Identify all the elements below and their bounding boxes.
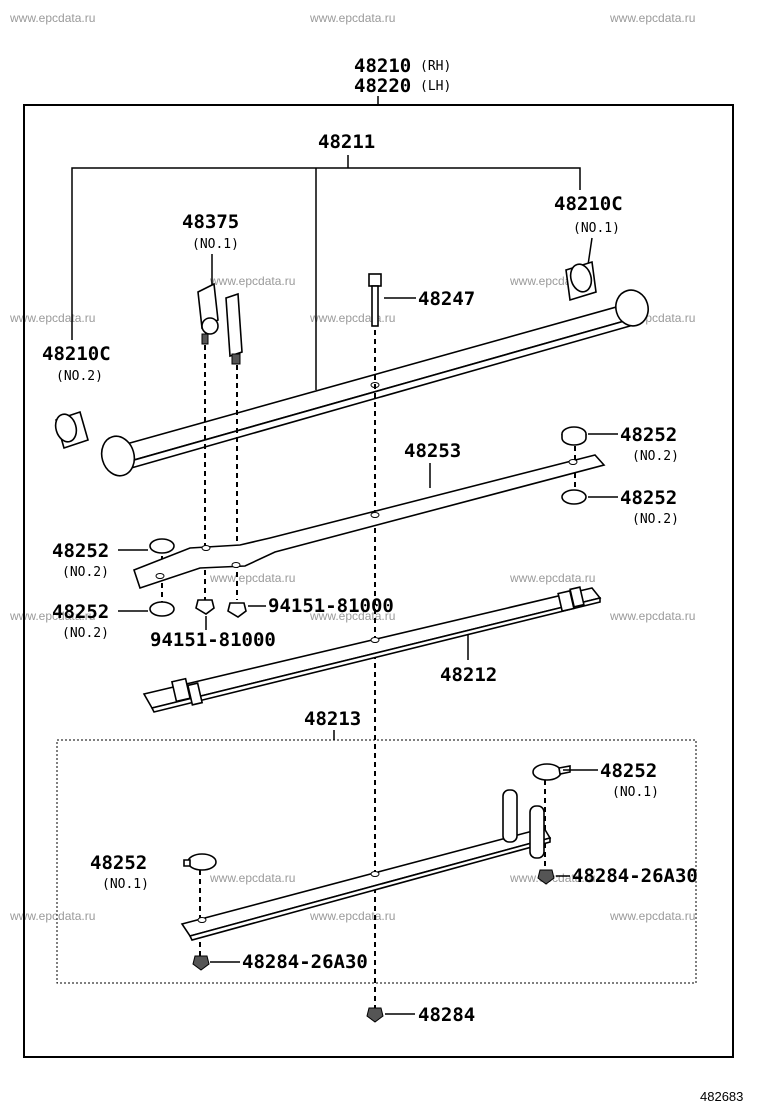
- spacer-no1-left: [183, 853, 217, 871]
- label-48213: 48213: [304, 708, 361, 730]
- label-48252-r1: 48252: [620, 424, 677, 446]
- label-48212: 48212: [440, 664, 497, 686]
- spacer-right-lower: [561, 489, 587, 505]
- bushing-no2: [54, 410, 89, 450]
- center-bolt-48247: [368, 273, 382, 327]
- label-48211: 48211: [318, 131, 375, 153]
- label-48284-26a30-right: 48284-26A30: [572, 865, 698, 887]
- leaf-48213-group-frame: [56, 739, 697, 984]
- label-48375-tag: (NO.1): [192, 237, 239, 252]
- label-94151-81000-right: 94151-81000: [268, 595, 394, 617]
- label-48284: 48284: [418, 1004, 475, 1026]
- label-48375: 48375: [182, 211, 239, 233]
- watermark: www.epcdata.ru: [209, 871, 295, 885]
- assembly-tag-rh: (RH): [420, 59, 451, 74]
- watermark: www.epcdata.ru: [609, 909, 695, 923]
- label-48252-l1-tag: (NO.2): [62, 565, 109, 580]
- clip-48375: [197, 282, 243, 365]
- label-48252-l2: 48252: [52, 601, 109, 623]
- label-48252-no1-left: 48252: [90, 852, 147, 874]
- label-48284-26a30-left: 48284-26A30: [242, 951, 368, 973]
- watermark: www.epcdata.ru: [309, 609, 395, 623]
- center-nut-48284: [366, 1007, 384, 1023]
- assembly-part-rh: 48210: [354, 55, 411, 77]
- spacer-no1-right: [532, 763, 571, 781]
- bolt-right-48284-26a30: [537, 869, 555, 885]
- label-48210c-no1-tag: (NO.1): [573, 221, 620, 236]
- label-48247: 48247: [418, 288, 475, 310]
- label-48210c-no2-tag: (NO.2): [56, 369, 103, 384]
- watermarks: www.epcdata.ru www.epcdata.ru www.epcdat…: [9, 11, 695, 923]
- label-48210c-no1: 48210C: [554, 193, 623, 215]
- watermark: www.epcdata.ru: [9, 311, 95, 325]
- label-48252-no1-left-tag: (NO.1): [102, 877, 149, 892]
- watermark: www.epcdata.ru: [9, 909, 95, 923]
- assembly-tag-lh: (LH): [420, 79, 451, 94]
- spacer-right-upper: [561, 426, 587, 446]
- label-48253: 48253: [404, 440, 461, 462]
- watermark: www.epcdata.ru: [9, 609, 95, 623]
- watermark: www.epcdata.ru: [209, 571, 295, 585]
- bolt-left-48284-26a30: [192, 955, 210, 971]
- assembly-part-lh: 48220: [354, 75, 411, 97]
- leaf-48253: [133, 454, 606, 590]
- watermark: www.epcdata.ru: [309, 909, 395, 923]
- watermark: www.epcdata.ru: [309, 11, 395, 25]
- label-94151-81000-left: 94151-81000: [150, 629, 276, 651]
- label-48252-l1: 48252: [52, 540, 109, 562]
- nut-left-94151: [195, 599, 215, 615]
- watermark: www.epcdata.ru: [9, 11, 95, 25]
- figure-reference: 482683: [700, 1089, 743, 1104]
- spacer-left-lower: [149, 601, 175, 617]
- leaf-48212: [142, 586, 602, 713]
- label-48252-r2: 48252: [620, 487, 677, 509]
- bushing-no1: [565, 260, 597, 302]
- leaf-48213: [180, 789, 552, 941]
- watermark: www.epcdata.ru: [309, 311, 395, 325]
- nut-right-94151: [227, 602, 247, 618]
- label-48252-r2-tag: (NO.2): [632, 512, 679, 527]
- label-48252-l2-tag: (NO.2): [62, 626, 109, 641]
- watermark: www.epcdata.ru: [609, 609, 695, 623]
- watermark: www.epcdata.ru: [209, 274, 295, 288]
- label-48252-r1-tag: (NO.2): [632, 449, 679, 464]
- label-48210c-no2: 48210C: [42, 343, 111, 365]
- watermark: www.epcdata.ru: [609, 11, 695, 25]
- watermark: www.epcdata.ru: [509, 571, 595, 585]
- label-48252-no1-right: 48252: [600, 760, 657, 782]
- label-48252-no1-right-tag: (NO.1): [612, 785, 659, 800]
- spacer-left-upper: [149, 538, 175, 554]
- assembly-frame: [23, 104, 734, 1058]
